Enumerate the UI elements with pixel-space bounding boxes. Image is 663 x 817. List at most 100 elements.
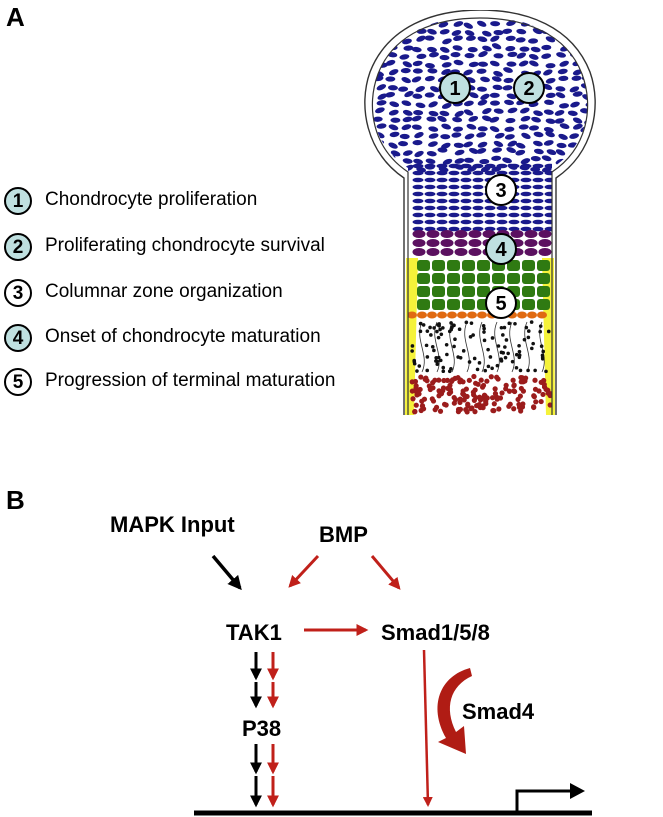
columnar-cell (532, 198, 544, 204)
columnar-cell (436, 191, 448, 197)
proliferating-cell (531, 116, 541, 123)
terminal-cell (538, 398, 544, 405)
proliferating-cell (414, 132, 424, 139)
proliferating-cell (385, 76, 396, 82)
proliferating-cell (490, 100, 501, 106)
terminal-cell (472, 387, 478, 393)
proliferating-cell (542, 83, 553, 91)
columnar-cell (412, 191, 424, 197)
columnar-cell (412, 198, 424, 204)
mineralized-dot (499, 357, 503, 362)
proliferating-cell (559, 103, 570, 109)
terminal-cell (447, 389, 454, 395)
terminal-cell (533, 399, 539, 405)
mineralized-dot (424, 343, 429, 348)
marker-2-circle (513, 72, 545, 104)
mineralized-dot (468, 335, 473, 339)
proliferating-cell (398, 141, 409, 147)
proliferating-cell (412, 60, 423, 67)
proliferating-cell (541, 53, 552, 59)
proliferating-cell (441, 62, 452, 68)
proliferating-cell (557, 68, 568, 75)
prehypertrophic-cell (538, 239, 552, 247)
columnar-cell (532, 191, 544, 197)
proliferating-cell (465, 35, 476, 41)
mineralized-dot (524, 325, 529, 330)
terminal-cell (410, 396, 416, 402)
columnar-cell (460, 198, 472, 204)
proliferating-cell (584, 156, 588, 162)
mineralized-dot (477, 361, 482, 365)
marker-1: 1 (439, 72, 471, 104)
terminal-cell (419, 398, 425, 404)
columnar-cell (412, 163, 424, 169)
proliferating-cell (477, 99, 488, 106)
columnar-cell (532, 163, 544, 169)
proliferating-cell (583, 20, 588, 27)
mineralized-dot (544, 369, 548, 374)
proliferating-cell (452, 45, 463, 51)
proliferating-cell (375, 107, 385, 114)
proliferating-cell (411, 115, 422, 122)
columnar-cell (520, 226, 532, 232)
proliferating-cell (530, 155, 541, 162)
columnar-cell (520, 191, 532, 197)
transition-cell (447, 311, 457, 319)
marker-5-label: 5 (495, 293, 506, 315)
mineralized-dot (432, 326, 436, 330)
proliferating-cell (463, 109, 474, 116)
terminal-cell (512, 388, 518, 395)
panel-a-label: A (6, 2, 25, 32)
proliferating-cell (428, 110, 439, 117)
terminal-cell (506, 388, 513, 394)
prehypertrophic-cell (454, 248, 468, 256)
proliferating-cell (480, 76, 490, 83)
mineralized-dot (434, 359, 438, 363)
proliferating-cell (464, 53, 475, 59)
proliferating-cell (415, 86, 425, 93)
proliferating-cell (424, 63, 435, 69)
proliferating-cell (482, 45, 492, 52)
mineralized-dot (461, 349, 466, 353)
terminal-cell (429, 396, 435, 402)
proliferating-cell (529, 60, 539, 67)
mineralized-dot (452, 344, 456, 349)
terminal-cell (518, 379, 524, 385)
proliferating-cell (545, 92, 556, 98)
proliferating-cell (404, 90, 414, 98)
proliferating-cell (582, 27, 588, 34)
mineralized-dot (517, 343, 521, 348)
proliferating-cell (585, 147, 588, 154)
columnar-cell (472, 212, 484, 218)
proliferating-cell (543, 127, 554, 133)
proliferating-cell (428, 101, 438, 108)
proliferating-cell (376, 84, 387, 91)
columnar-cell (424, 212, 436, 218)
hypertrophic-cell (507, 273, 520, 284)
columnar-cell (412, 184, 424, 190)
proliferating-cell (377, 93, 387, 100)
proliferating-cell (439, 46, 450, 53)
proliferating-cell (424, 75, 435, 82)
hypertrophic-cell (477, 286, 490, 297)
columnar-cell (520, 205, 532, 211)
proliferating-cell (438, 21, 449, 28)
terminal-cell (511, 406, 517, 412)
proliferating-cell (555, 86, 566, 92)
columnar-cell (532, 184, 544, 190)
columnar-cell (460, 219, 472, 225)
terminal-cell (532, 386, 539, 392)
proliferating-cell (491, 76, 502, 82)
mineralized-dot (529, 320, 534, 324)
columnar-cell (448, 226, 460, 232)
prehypertrophic-cell (440, 239, 454, 247)
mineralized-dot (490, 336, 495, 340)
mineralized-dot (453, 337, 457, 342)
terminal-cell (451, 400, 457, 406)
terminal-cell (472, 409, 478, 415)
proliferating-cell (493, 29, 504, 36)
proliferating-cell (454, 158, 465, 164)
mineralized-dot (517, 353, 522, 358)
terminal-cell (491, 401, 497, 407)
proliferating-cell (416, 35, 426, 42)
